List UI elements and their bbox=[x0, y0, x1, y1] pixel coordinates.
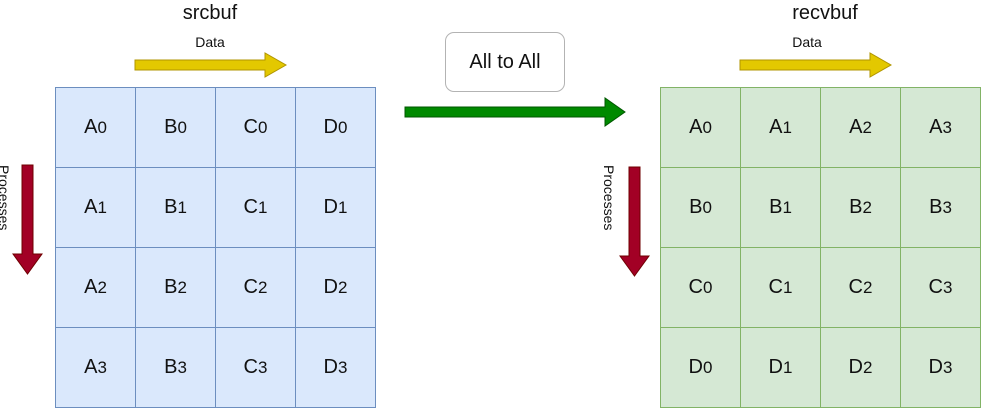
cell-letter: C bbox=[848, 276, 863, 298]
cell-letter: B bbox=[769, 196, 783, 218]
cell-letter: D bbox=[323, 196, 338, 218]
cell-letter: B bbox=[929, 196, 943, 218]
cell-letter: C bbox=[768, 276, 783, 298]
cell-letter: C bbox=[243, 276, 258, 298]
src-processes-label: Processes bbox=[0, 165, 12, 231]
cell-letter: D bbox=[928, 356, 943, 378]
cell-letter: B bbox=[164, 196, 178, 218]
cell-letter: A bbox=[929, 116, 943, 138]
cell-letter: A bbox=[84, 196, 98, 218]
cell-letter: A bbox=[769, 116, 783, 138]
cell-letter: B bbox=[164, 356, 178, 378]
srcbuf-title: srcbuf bbox=[182, 2, 238, 24]
cell-letter: D bbox=[323, 356, 338, 378]
src-process-arrow-icon bbox=[12, 164, 43, 275]
dst-data-label: Data bbox=[792, 34, 822, 50]
cell-letter: A bbox=[84, 356, 98, 378]
cell-letter: A bbox=[84, 276, 98, 298]
cell-letter: C bbox=[928, 276, 943, 298]
cell-letter: A bbox=[849, 116, 863, 138]
cell-letter: C bbox=[243, 356, 258, 378]
cell-letter: D bbox=[768, 356, 783, 378]
dst-processes-label: Processes bbox=[601, 165, 617, 231]
cell-letter: C bbox=[688, 276, 703, 298]
src-data-label: Data bbox=[195, 34, 225, 50]
cell-letter: D bbox=[688, 356, 703, 378]
src-data-arrow-icon bbox=[134, 52, 288, 78]
cell-letter: D bbox=[323, 116, 338, 138]
cell-letter: B bbox=[849, 196, 863, 218]
cell-letter: D bbox=[848, 356, 863, 378]
recvbuf-title: recvbuf bbox=[792, 2, 858, 24]
cell-letter: B bbox=[689, 196, 703, 218]
cell-letter: A bbox=[84, 116, 98, 138]
cell-letter: C bbox=[243, 116, 258, 138]
cell-letter: B bbox=[164, 276, 178, 298]
cell-letter: B bbox=[164, 116, 178, 138]
dst-process-arrow-icon bbox=[619, 166, 650, 277]
all-to-all-arrow-icon bbox=[404, 97, 626, 127]
dst-data-arrow-icon bbox=[739, 52, 893, 78]
all-to-all-box: All to All bbox=[445, 32, 565, 92]
cell-letter: A bbox=[689, 116, 703, 138]
cell-letter: D bbox=[323, 276, 338, 298]
cell-letter: C bbox=[243, 196, 258, 218]
